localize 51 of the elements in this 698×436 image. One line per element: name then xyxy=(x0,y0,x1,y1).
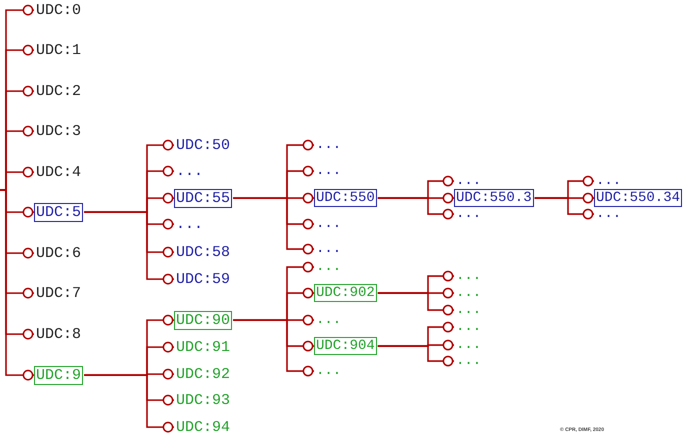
class-code: UDC:2 xyxy=(34,82,84,101)
class-code: ... xyxy=(314,311,344,330)
class-code: UDC:4 xyxy=(34,162,84,182)
class-code: UDC:92 xyxy=(174,364,232,384)
class-code: UDC:3 xyxy=(34,122,84,141)
tree-connector xyxy=(233,319,314,376)
class-code: ... xyxy=(314,258,344,276)
highlighted-class-code: UDC:904 xyxy=(314,337,377,356)
class-code: ... xyxy=(314,136,344,154)
class-code: ... xyxy=(454,172,484,190)
class-code: UDC:94 xyxy=(174,418,232,436)
tree-connector xyxy=(233,197,314,254)
class-code: ... xyxy=(314,215,344,234)
class-code: UDC:93 xyxy=(174,390,232,410)
class-code: UDC:91 xyxy=(174,338,232,357)
class-code: UDC:0 xyxy=(34,0,84,20)
class-code: ... xyxy=(454,284,484,302)
class-code: UDC:58 xyxy=(174,242,232,262)
tree-connector xyxy=(534,197,594,220)
class-code: ... xyxy=(314,240,344,258)
class-code: ... xyxy=(454,318,484,336)
highlighted-class-code: UDC:902 xyxy=(314,284,377,302)
class-code: UDC:50 xyxy=(174,136,232,155)
class-code: ... xyxy=(454,267,484,286)
class-code: ... xyxy=(314,362,344,380)
tree-connector xyxy=(84,211,174,284)
class-code: ... xyxy=(314,162,344,180)
class-code: ... xyxy=(454,336,484,354)
class-code: ... xyxy=(594,205,624,224)
class-code: UDC:1 xyxy=(34,40,84,60)
class-code: ... xyxy=(454,352,484,370)
tree-connector xyxy=(378,292,454,316)
highlighted-class-code: UDC:5 xyxy=(34,202,84,222)
class-code: ... xyxy=(454,301,484,320)
class-code: UDC:6 xyxy=(34,244,84,263)
tree-connector xyxy=(378,197,454,220)
highlighted-class-code: UDC:90 xyxy=(174,310,232,330)
highlighted-class-code: UDC:550.3 xyxy=(454,189,534,208)
class-code: ... xyxy=(594,172,624,190)
class-code: ... xyxy=(174,162,206,181)
class-code: ... xyxy=(174,214,206,234)
class-code: UDC:59 xyxy=(174,270,232,289)
tree-connector xyxy=(84,374,174,432)
highlighted-class-code: UDC:9 xyxy=(34,366,84,385)
highlighted-class-code: UDC:550 xyxy=(314,189,377,208)
class-code: UDC:7 xyxy=(34,284,84,303)
highlighted-class-code: UDC:55 xyxy=(174,188,232,208)
tree-connector xyxy=(378,345,454,366)
class-code: ... xyxy=(454,205,484,224)
highlighted-class-code: UDC:550.34 xyxy=(594,189,682,208)
class-code: UDC:8 xyxy=(34,324,84,344)
